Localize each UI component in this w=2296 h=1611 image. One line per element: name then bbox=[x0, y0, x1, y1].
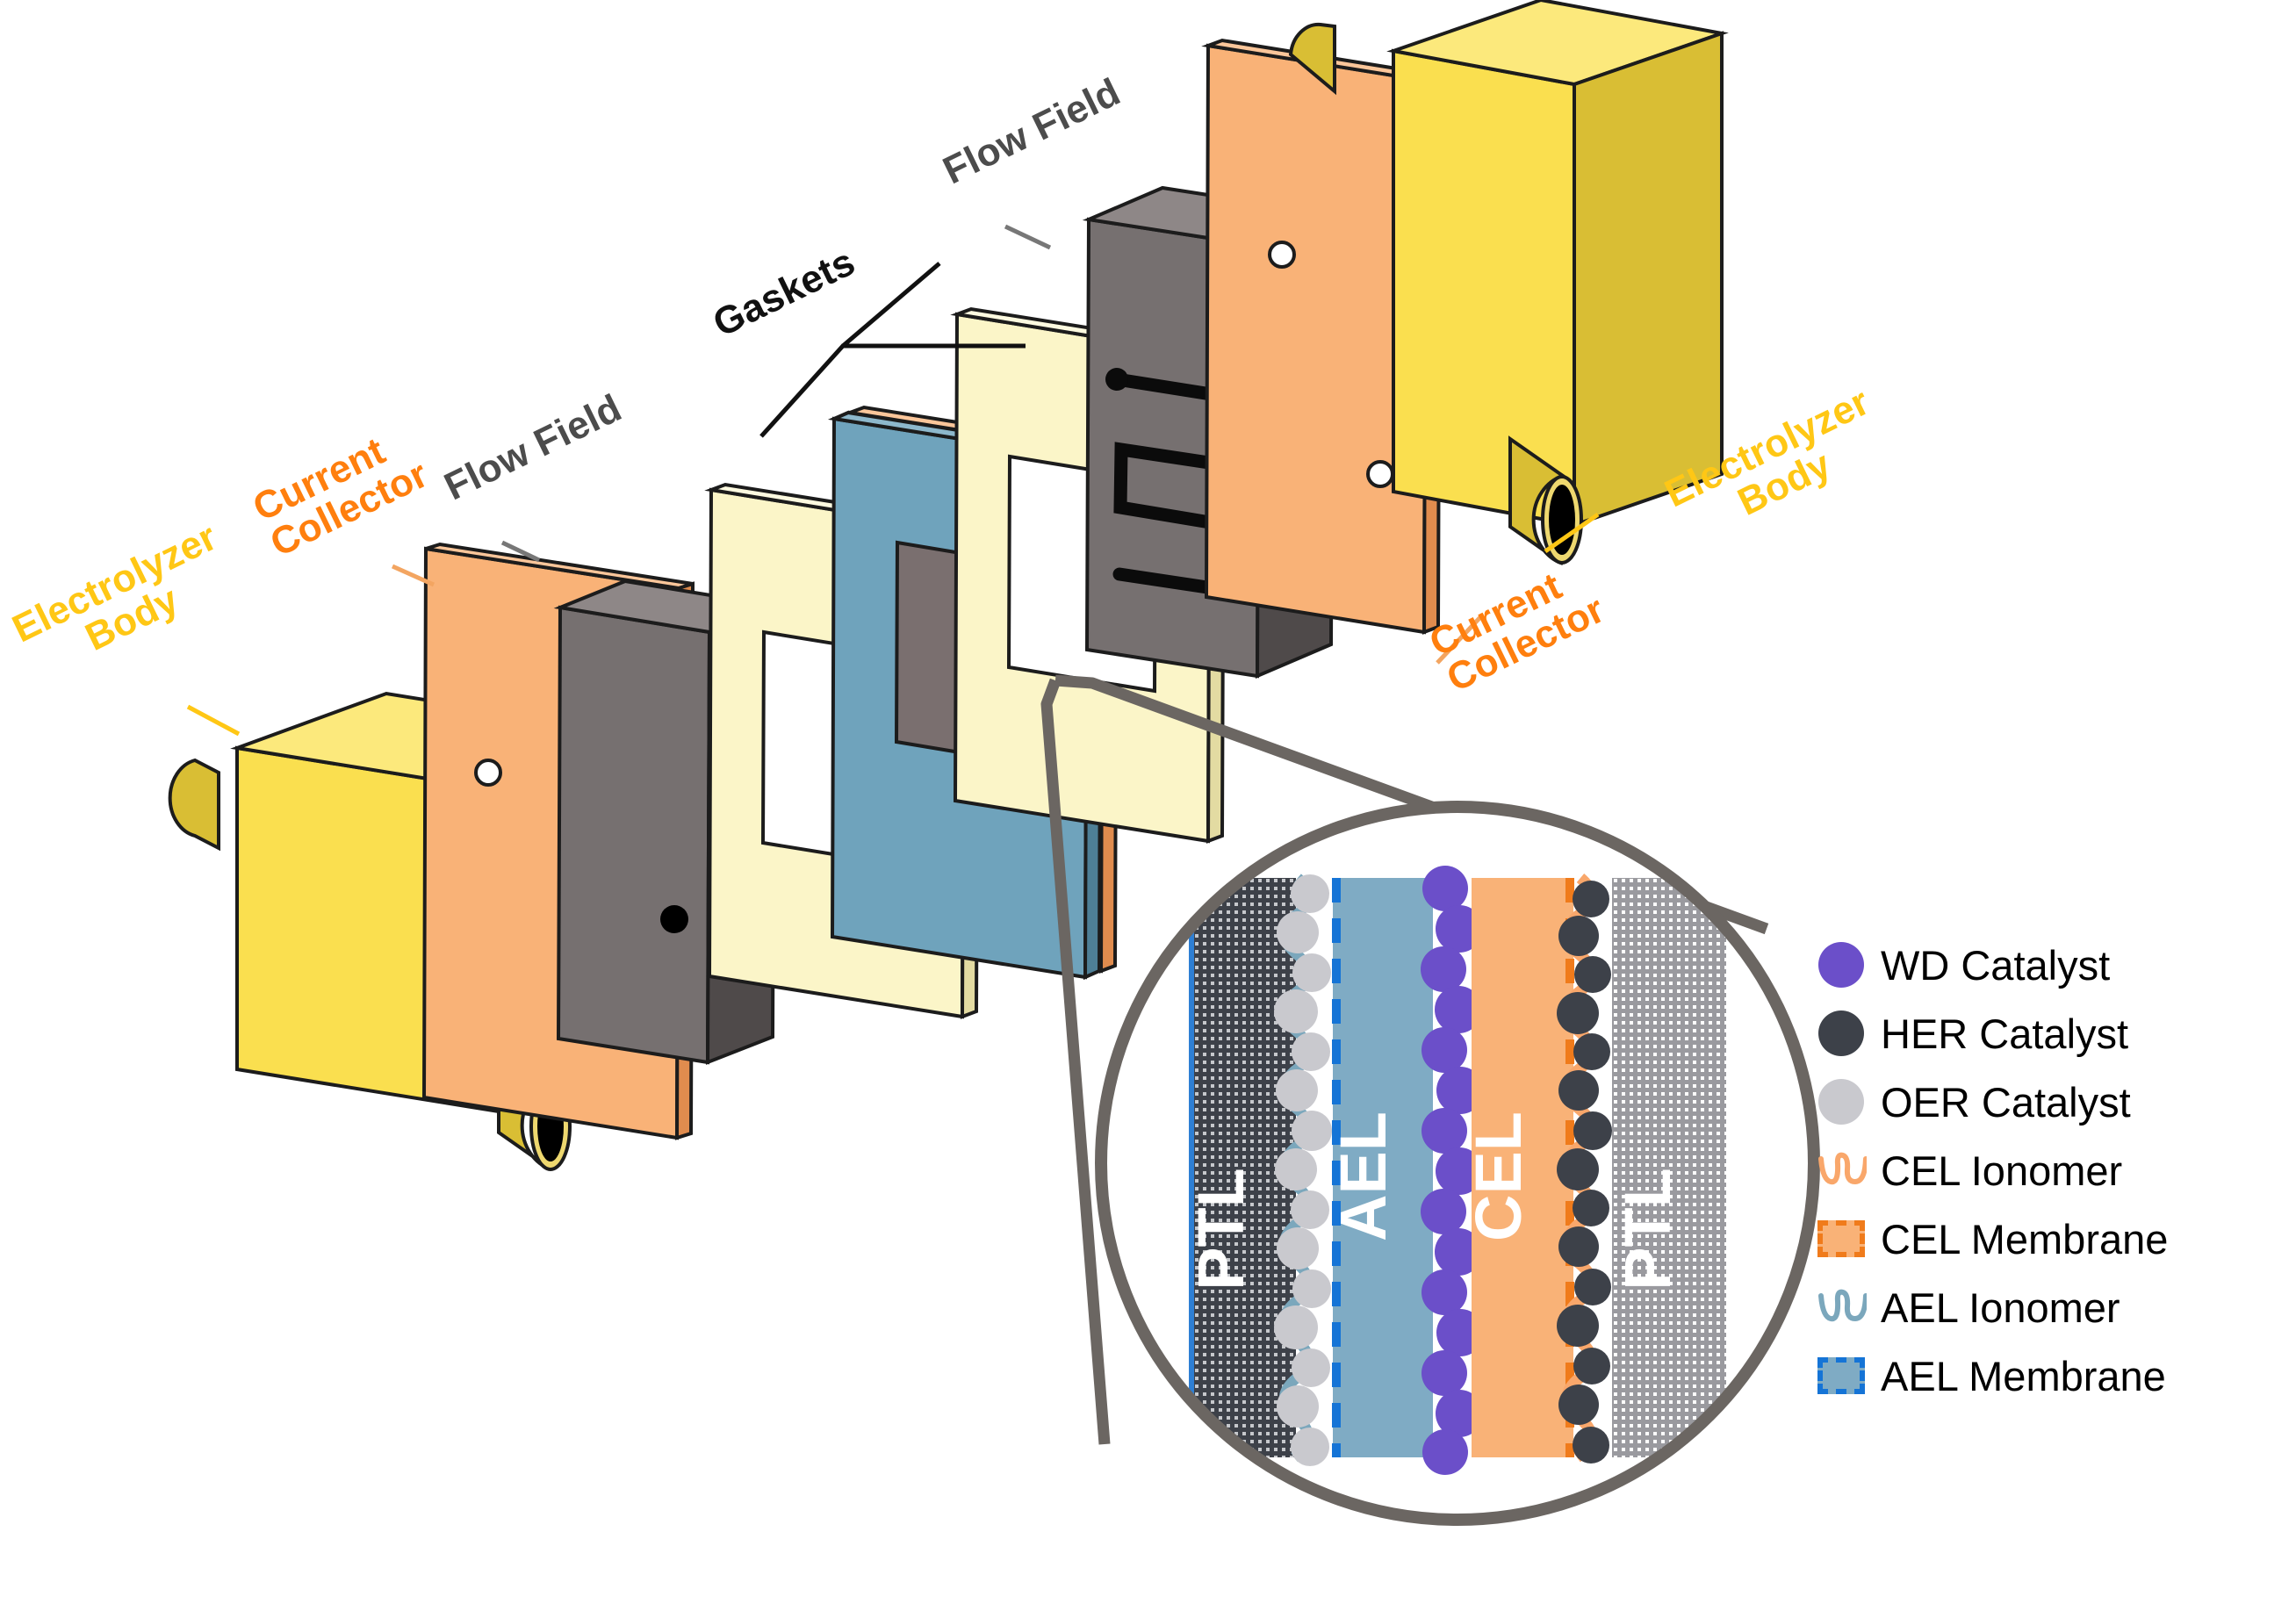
inset-layer-ptl-right bbox=[1612, 878, 1726, 1457]
cel-ionomer-icon bbox=[1814, 1143, 1868, 1197]
legend-label: HER Catalyst bbox=[1881, 1010, 2129, 1057]
ael-membrane-icon bbox=[1814, 1348, 1868, 1403]
inset-layer-ael-membrane: AEL bbox=[1327, 878, 1433, 1457]
leader-gaskets-branch bbox=[841, 262, 941, 348]
legend-row-cel-ionomer: CEL Ionomer bbox=[1814, 1136, 2288, 1205]
magnifier-leader-lower bbox=[1040, 678, 1111, 1445]
inset-label-ptl-left: PTL bbox=[1184, 1168, 1257, 1291]
oer-catalyst-icon bbox=[1814, 1075, 1868, 1129]
legend-label: CEL Membrane bbox=[1881, 1215, 2169, 1262]
ael-ionomer-icon bbox=[1814, 1280, 1868, 1334]
legend-row-ael-ionomer: AEL Ionomer bbox=[1814, 1273, 2288, 1341]
leader-electrolyzer-body-right bbox=[1544, 512, 1600, 554]
legend-row-wd-catalyst: WD Catalyst bbox=[1814, 931, 2288, 999]
magnifier-ring bbox=[1095, 801, 1820, 1526]
legend-row-oer-catalyst: OER Catalyst bbox=[1814, 1068, 2288, 1136]
bolt-hole bbox=[1268, 241, 1296, 269]
leader-current-collector-left bbox=[391, 564, 435, 587]
inset-label-ael: AEL bbox=[1327, 1111, 1400, 1241]
port-tube-left-top bbox=[168, 758, 220, 852]
legend-label: AEL Ionomer bbox=[1881, 1284, 2120, 1331]
leader-flow-field-left bbox=[500, 540, 541, 563]
legend-row-her-catalyst: HER Catalyst bbox=[1814, 999, 2288, 1068]
legend-label: AEL Membrane bbox=[1881, 1352, 2166, 1399]
legend-row-ael-membrane: AEL Membrane bbox=[1814, 1341, 2288, 1410]
flow-port bbox=[660, 905, 688, 933]
inset-label-ptl-right: PTL bbox=[1611, 1168, 1684, 1291]
inset-layer-oer-catalyst bbox=[1274, 874, 1332, 1466]
wd-catalyst-icon bbox=[1814, 938, 1868, 992]
cel-membrane-icon bbox=[1814, 1212, 1868, 1266]
legend-label: WD Catalyst bbox=[1881, 941, 2111, 989]
inset-layer-cel-membrane: CEL bbox=[1462, 878, 1574, 1457]
inset-layer-wd-catalyst bbox=[1421, 866, 1484, 1475]
her-catalyst-icon bbox=[1814, 1006, 1868, 1061]
legend-label: CEL Ionomer bbox=[1881, 1147, 2123, 1194]
legend-label: OER Catalyst bbox=[1881, 1078, 2131, 1126]
legend-row-cel-membrane: CEL Membrane bbox=[1814, 1205, 2288, 1273]
leader-current-collector-right bbox=[1436, 615, 1483, 665]
inset-layer-her-catalyst bbox=[1557, 874, 1612, 1464]
leader-electrolyzer-body-left bbox=[186, 704, 241, 737]
inset-label-cel: CEL bbox=[1462, 1111, 1535, 1241]
leader-flow-field-right bbox=[1004, 224, 1052, 250]
legend: WD Catalyst HER Catalyst OER Catalyst CE… bbox=[1814, 931, 2288, 1410]
bolt-hole bbox=[474, 759, 502, 787]
